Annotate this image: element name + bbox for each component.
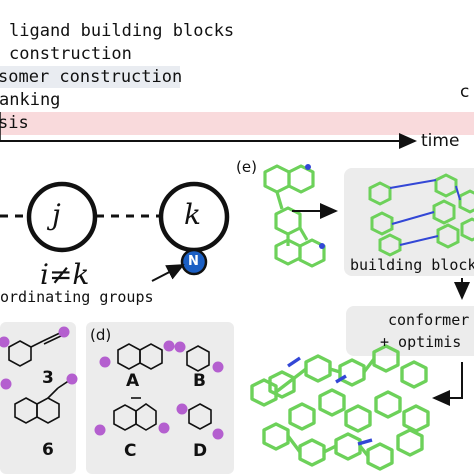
node-j-label: j (52, 198, 61, 231)
core-b-structure (186, 345, 210, 372)
core-a-structure (117, 343, 163, 370)
optimised-cage (250, 344, 430, 471)
node-k-label: k (184, 198, 201, 231)
row-highlight-gray (0, 66, 180, 88)
core-c-structure (113, 397, 157, 431)
timeline-row-4: anking (0, 90, 61, 110)
core-label-d: D (193, 441, 208, 461)
n-badge-circle (180, 248, 208, 276)
constraint-label: i≠k (40, 258, 90, 291)
panel-e-marker: (e) (236, 158, 257, 176)
caption-arrow (151, 264, 185, 282)
timeline-row-5: sis (0, 113, 29, 133)
timeline-row-2: construction (9, 44, 132, 64)
panel-d-marker: (d) (90, 326, 112, 344)
timeline-row-3: somer construction (0, 67, 183, 87)
coordinating-groups-caption: ordinating groups (0, 288, 154, 306)
e-arrow-to-result (432, 362, 463, 406)
panel-e-ligand (263, 164, 326, 268)
conformer-box (346, 306, 474, 356)
timeline-row-1: ligand building blocks (9, 21, 235, 41)
timeline-right-fragment: c (460, 82, 470, 102)
panel-d-left-bg (0, 322, 76, 474)
core-d-structure (188, 403, 212, 430)
building-blocks-links (389, 179, 461, 246)
ligand-3-structure (8, 331, 64, 367)
core-label-c: C (124, 441, 137, 461)
core-label-a: A (126, 371, 140, 391)
optimisation-label: + optimis (380, 333, 462, 351)
ligand-label-3: 3 (42, 368, 54, 388)
row-highlight-pink (0, 112, 474, 135)
optimised-cage-nitrogens (287, 356, 373, 446)
building-blocks-label: building block (350, 256, 474, 274)
n-badge-label: N (188, 254, 199, 269)
node-j (26, 181, 98, 253)
panel-d-main-bg (86, 322, 234, 474)
core-label-b: B (193, 371, 206, 391)
conformer-label: conformer (388, 311, 470, 329)
ligand-label-6: 6 (42, 440, 54, 460)
building-blocks-cage (368, 173, 474, 257)
time-axis-label: time (421, 131, 460, 151)
